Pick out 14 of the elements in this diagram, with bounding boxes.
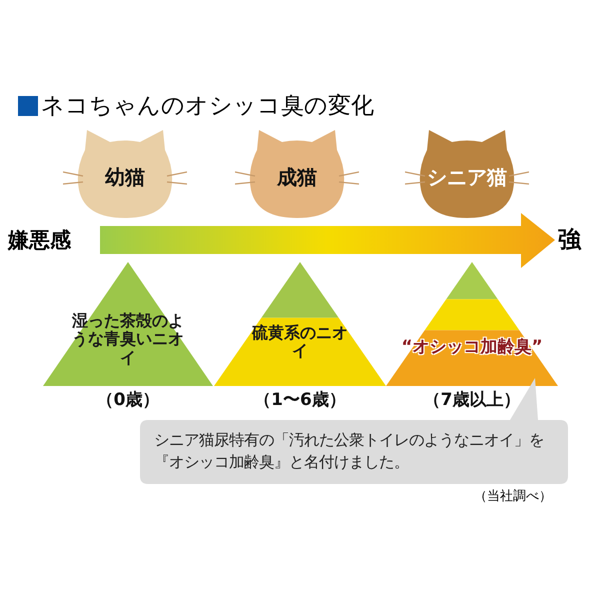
age-label: （7歳以上） [422,391,522,411]
axis-label: 嫌悪感 [8,227,71,254]
odor-description: 硫黄系のニオイ [250,324,349,361]
callout-text: シニア猫尿特有の「汚れた公衆トイレのようなニオイ」を『オシッコ加齢臭』と名付けました。 [154,430,545,474]
age-label: （0歳） [96,391,160,411]
source-note: （当社調べ） [474,488,552,505]
age-label: （1〜6歳） [253,391,347,411]
stage-name: 成猫 [276,166,318,189]
odor-description: “オシッコ加齢臭” [400,338,544,358]
title: ネコちゃんのオシッコ臭の変化 [41,92,374,121]
stage-name: シニア猫 [426,166,508,189]
stage-name: 幼猫 [104,166,146,189]
axis-label: 強 [558,226,581,255]
odor-description: 湿った茶殻のような青臭いニオイ [71,312,185,368]
